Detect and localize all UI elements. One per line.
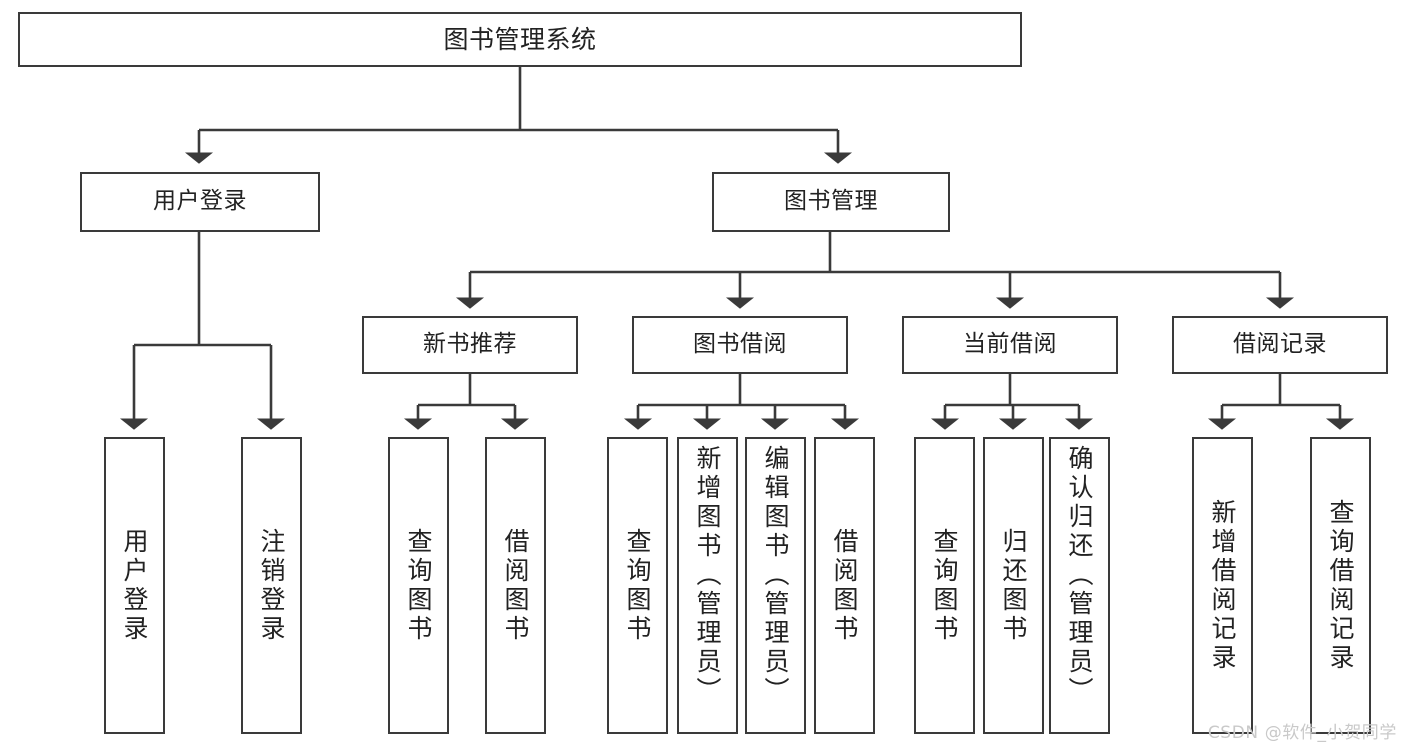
leaf-current-borrow-return-book[interactable]: 归还图书 — [983, 437, 1044, 734]
node-label: 查询图书 — [404, 527, 433, 644]
node-label: 新增图书（管理员） — [693, 445, 722, 706]
node-root-book-management-system[interactable]: 图书管理系统 — [18, 12, 1022, 67]
node-label: 新书推荐 — [423, 331, 517, 358]
node-label: 用户登录 — [153, 188, 247, 215]
node-borrow-record[interactable]: 借阅记录 — [1172, 316, 1388, 374]
node-user-login[interactable]: 用户登录 — [80, 172, 320, 232]
leaf-book-borrow-add-book-admin[interactable]: 新增图书（管理员） — [677, 437, 738, 734]
node-label: 借阅图书 — [501, 527, 530, 644]
node-label: 编辑图书（管理员） — [761, 445, 790, 706]
node-label: 借阅图书 — [830, 527, 859, 644]
leaf-borrow-record-query-record[interactable]: 查询借阅记录 — [1310, 437, 1371, 734]
leaf-current-borrow-confirm-return-admin[interactable]: 确认归还（管理员） — [1049, 437, 1110, 734]
node-label: 归还图书 — [999, 527, 1028, 644]
node-label: 查询图书 — [930, 527, 959, 644]
node-book-borrow[interactable]: 图书借阅 — [632, 316, 848, 374]
leaf-borrow-record-add-record[interactable]: 新增借阅记录 — [1192, 437, 1253, 734]
leaf-book-borrow-edit-book-admin[interactable]: 编辑图书（管理员） — [745, 437, 806, 734]
node-label: 新增借阅记录 — [1208, 498, 1237, 673]
node-book-management[interactable]: 图书管理 — [712, 172, 950, 232]
leaf-new-book-query-book[interactable]: 查询图书 — [388, 437, 449, 734]
node-label: 查询图书 — [623, 527, 652, 644]
node-new-book-recommendation[interactable]: 新书推荐 — [362, 316, 578, 374]
leaf-book-borrow-query-book[interactable]: 查询图书 — [607, 437, 668, 734]
leaf-user-login-login[interactable]: 用户登录 — [104, 437, 165, 734]
node-label: 查询借阅记录 — [1326, 498, 1355, 673]
node-label: 确认归还（管理员） — [1065, 445, 1094, 706]
node-label: 图书借阅 — [693, 331, 787, 358]
leaf-user-login-logout[interactable]: 注销登录 — [241, 437, 302, 734]
node-label: 借阅记录 — [1233, 331, 1327, 358]
node-label: 用户登录 — [120, 527, 149, 644]
leaf-book-borrow-borrow-book[interactable]: 借阅图书 — [814, 437, 875, 734]
csdn-watermark: CSDN @软件_小贺同学 — [1207, 723, 1397, 743]
node-label: 图书管理系统 — [443, 24, 597, 54]
node-label: 图书管理 — [784, 188, 878, 215]
node-label: 注销登录 — [257, 527, 286, 644]
node-current-borrow[interactable]: 当前借阅 — [902, 316, 1118, 374]
leaf-new-book-borrow-book[interactable]: 借阅图书 — [485, 437, 546, 734]
leaf-current-borrow-query-book[interactable]: 查询图书 — [914, 437, 975, 734]
node-label: 当前借阅 — [963, 331, 1057, 358]
